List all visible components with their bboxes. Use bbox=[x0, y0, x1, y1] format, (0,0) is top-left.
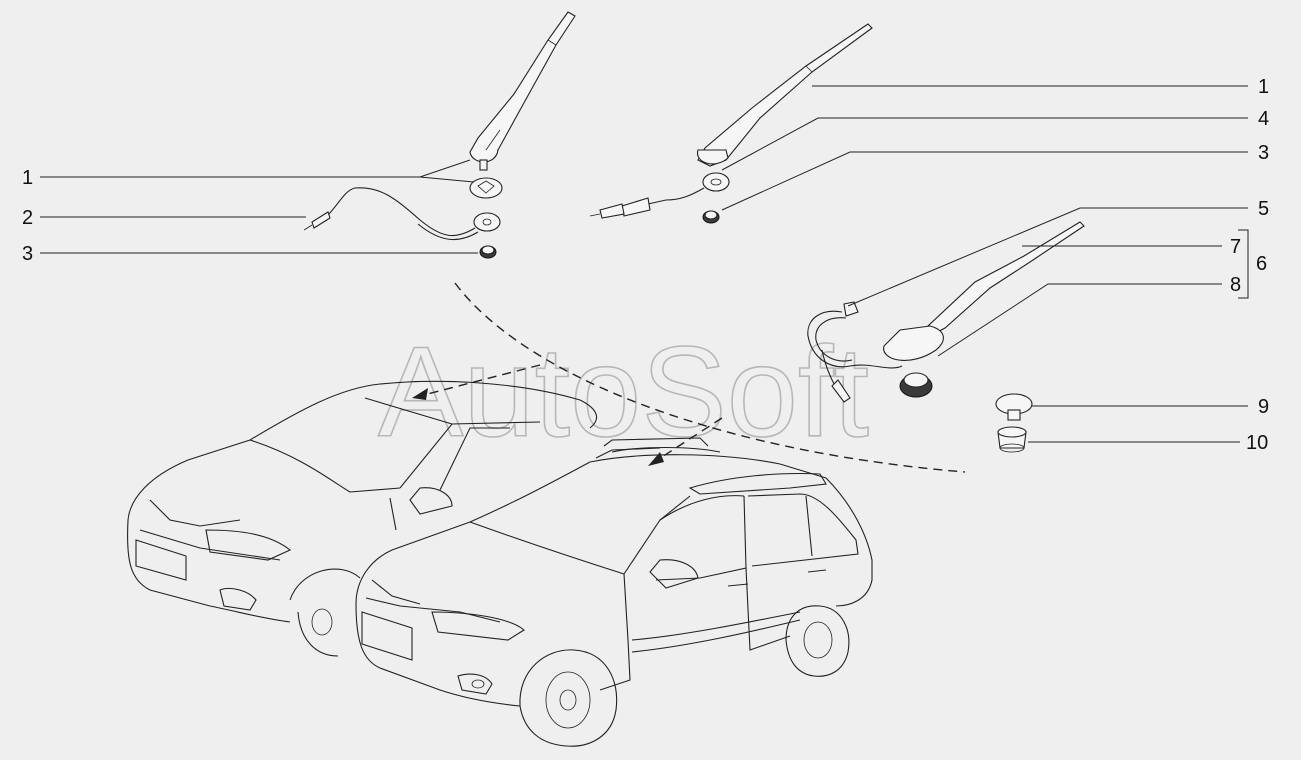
leader-left-1 bbox=[40, 159, 475, 183]
variant-antenna-plug bbox=[843, 301, 859, 317]
callout-group-6: 6 bbox=[1256, 253, 1267, 275]
left-antenna-assembly bbox=[303, 11, 576, 259]
left-antenna-cable bbox=[327, 187, 476, 237]
group-bracket-6 bbox=[1238, 229, 1249, 299]
callout-right-7: 7 bbox=[1230, 236, 1241, 258]
callout-right-8: 8 bbox=[1230, 274, 1241, 296]
left-antenna-plug bbox=[311, 211, 331, 229]
separator-dashed-line bbox=[454, 282, 966, 473]
variant-antenna-assembly bbox=[807, 221, 1085, 403]
callout-left-3: 3 bbox=[22, 243, 33, 265]
callout-right-10: 10 bbox=[1246, 432, 1268, 454]
callout-right-3: 3 bbox=[1258, 142, 1269, 164]
arrow-head-sedan bbox=[412, 388, 428, 400]
car-front-outline bbox=[355, 437, 873, 747]
callout-right-9: 9 bbox=[1258, 396, 1269, 418]
leader-right-3 bbox=[721, 151, 1248, 211]
grommet bbox=[997, 426, 1027, 453]
callout-right-4: 4 bbox=[1258, 108, 1269, 130]
variant-antenna-cable bbox=[807, 310, 903, 369]
watermark: AutoSoft bbox=[378, 321, 869, 464]
leader-right-5 bbox=[847, 207, 1248, 307]
right-antenna-connector bbox=[621, 197, 651, 217]
variant-antenna-base bbox=[883, 325, 944, 361]
right-antenna-cable bbox=[647, 187, 705, 205]
leader-right-4 bbox=[721, 117, 1248, 171]
left-antenna-mast bbox=[469, 11, 576, 159]
right-antenna-mast bbox=[697, 23, 873, 167]
callout-right-5: 5 bbox=[1258, 198, 1269, 220]
plug-cap bbox=[995, 393, 1033, 421]
callout-left-1: 1 bbox=[22, 167, 33, 189]
pointer-arrow-sedan bbox=[411, 364, 541, 399]
left-antenna-base-pad bbox=[469, 177, 503, 199]
leader-right-8 bbox=[937, 283, 1222, 357]
right-antenna-base bbox=[702, 172, 730, 192]
right-antenna-assembly bbox=[589, 23, 873, 224]
car-rear-outline bbox=[127, 380, 598, 657]
left-antenna-washer bbox=[473, 212, 501, 232]
callout-left-2: 2 bbox=[22, 207, 33, 229]
callout-right-1: 1 bbox=[1258, 76, 1269, 98]
arrow-head-suv bbox=[648, 452, 664, 466]
